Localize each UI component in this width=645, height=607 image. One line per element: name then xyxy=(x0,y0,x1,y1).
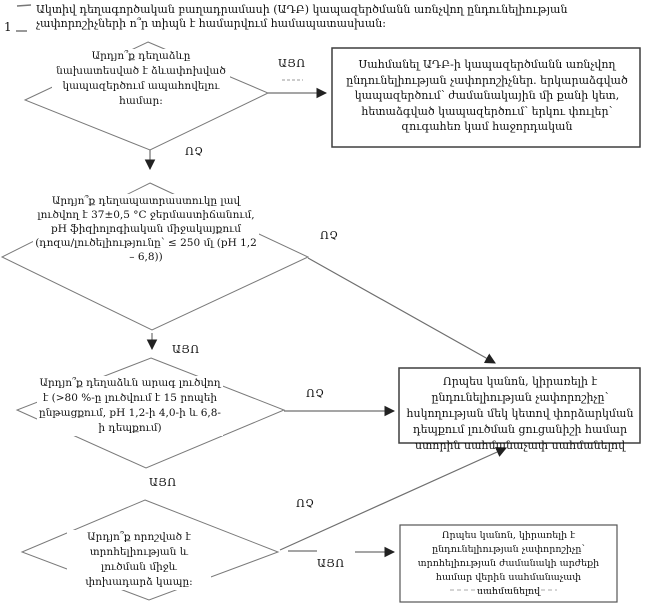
edge-label-d3-yes: ԱՅՈ xyxy=(149,476,177,489)
outcome-1-text: Սահմանել ԱԴԲ-ի կապազերծմանն առնչվող ընդո… xyxy=(346,58,628,133)
edge-label-d4-yes: ԱՅՈ xyxy=(317,557,345,570)
outcome-2-text: Որպես կանոն, կիրառելի է ընդունելիության … xyxy=(406,375,634,452)
edge-label-d4-no: ՈՉ xyxy=(296,497,315,510)
decision-4-text: Արդյո՞ք որոշված է տրոհելիության և լուծմա… xyxy=(67,530,211,590)
decision-1-text: Արդյո՞ք դեղաձևը նախատեսված է ձևափոխված կ… xyxy=(52,49,230,109)
arrow-d4-to-b2 xyxy=(279,447,507,551)
edge-label-d2-no: ՈՉ xyxy=(320,229,339,242)
decision-2-text: Արդյո՞ք դեղապատրաստուկը լավ լուծվող է 37… xyxy=(33,194,259,264)
edge-label-d1-yes: ԱՅՈ xyxy=(278,57,306,70)
decision-4-diamond-shape xyxy=(20,499,280,601)
margin-line-number: 1 xyxy=(4,20,12,34)
outcome-1-box-shape xyxy=(331,47,641,148)
edge-label-d2-yes: ԱՅՈ xyxy=(172,343,200,356)
edge-label-d1-no: ՈՉ xyxy=(185,145,204,158)
page-title: Ակտիվ դեղագործական բաղադրամասի (ԱԴԲ) կապ… xyxy=(36,3,568,30)
outcome-3-text: Որպես կանոն, կիրառելի է ընդունելիության … xyxy=(417,530,600,597)
outcome-2-box-shape xyxy=(398,367,641,444)
revision-dash-top xyxy=(16,4,32,7)
edge-label-d3-no: ՈՉ xyxy=(306,387,325,400)
decision-3-text: Արդյո՞ք դեղաձևն արագ լուծվող է (>80 %-ը … xyxy=(37,376,223,436)
outcome-3-box-shape xyxy=(399,524,618,603)
arrow-d2-to-b2 xyxy=(307,257,496,364)
